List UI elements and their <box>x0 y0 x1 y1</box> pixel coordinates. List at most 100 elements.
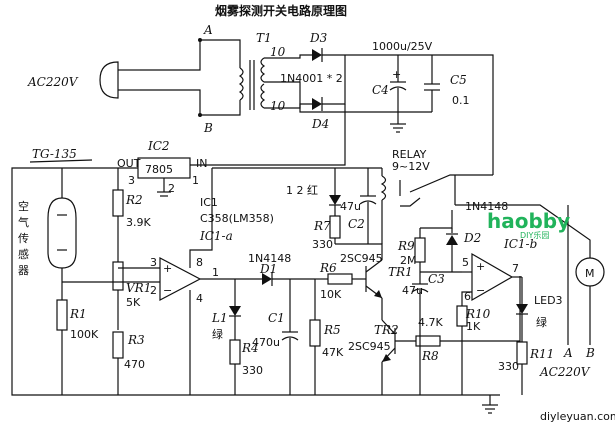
transistor-tr1 <box>365 259 383 299</box>
ac220v-left-label: AC220V <box>27 75 79 89</box>
ic1b-pin5-label: 5 <box>462 256 469 269</box>
led12-label: 1 2 红 <box>286 184 318 197</box>
r2-label: R2 <box>125 193 143 207</box>
r1-label: R1 <box>69 307 87 321</box>
r5-label: R5 <box>323 323 341 337</box>
ground-bottom-icon <box>482 395 498 414</box>
opamp-ic1a: + − <box>159 257 202 301</box>
ic1a-pin3-label: 3 <box>150 256 157 269</box>
relay-voltage-label: 9~12V <box>392 160 430 173</box>
r8-value-label: 4.7K <box>418 316 443 329</box>
r3-label: R3 <box>127 333 145 347</box>
node-a-top-label: A <box>203 23 213 37</box>
r1-value-label: 100K <box>70 328 99 341</box>
potentiometer-vr1 <box>112 261 124 291</box>
r11-value-label: 330 <box>498 360 519 373</box>
r10-value-label: 1K <box>466 320 481 333</box>
c1-label: C1 <box>268 311 285 325</box>
transistor-tr2 <box>381 319 396 363</box>
c5-value-label: 0.1 <box>452 94 470 107</box>
node-b-bottom-label: B <box>585 346 595 360</box>
d2-model-label: 1N4148 <box>465 200 508 213</box>
ic1a-pin4-label: 4 <box>196 292 203 305</box>
motor-label: M <box>585 267 595 280</box>
d4-label: D4 <box>311 117 329 131</box>
ic2-pin3-label: 3 <box>128 174 135 187</box>
sensor-model-label: TG-135 <box>32 147 77 161</box>
ic1b-pin6-label: 6 <box>464 290 471 303</box>
opamp-ic1b: + − <box>471 252 514 302</box>
ic2-out-label: OUT <box>117 157 141 170</box>
ic1a-pin8-label: 8 <box>196 256 203 269</box>
ic1-label: IC1 <box>200 196 218 209</box>
r9-value-label: 2M <box>400 254 417 267</box>
ac220v-right-label: AC220V <box>539 365 591 379</box>
svg-text:−: − <box>476 284 485 297</box>
tr2-label: TR2 <box>374 323 399 337</box>
ic2-in-label: IN <box>196 157 207 170</box>
r5-value-label: 47K <box>322 346 344 359</box>
watermark-sub: DIY乐园 <box>520 230 549 240</box>
ic2-label: IC2 <box>147 139 170 153</box>
r6-label: R6 <box>319 261 337 275</box>
ic1a-pin2-label: 2 <box>150 284 157 297</box>
c3-value-label: 47u <box>402 284 423 297</box>
ic1b-pin7-label: 7 <box>512 262 519 275</box>
r7-value-label: 330 <box>312 238 333 251</box>
r3-value-label: 470 <box>124 358 145 371</box>
c2-label: C2 <box>348 217 365 231</box>
svg-text:+: + <box>476 260 485 273</box>
c4-value-label: 1000u/25V <box>372 40 433 53</box>
led-l1 <box>229 306 241 317</box>
r4-value-label: 330 <box>242 364 263 377</box>
diode-d4 <box>312 97 323 111</box>
svg-text:+: + <box>392 68 401 81</box>
d1-label: D1 <box>259 262 277 276</box>
capacitor-c5 <box>424 55 440 112</box>
r6-value-label: 10K <box>320 288 342 301</box>
led3-label: LED3 <box>534 294 563 307</box>
capacitor-c4: + <box>389 55 407 112</box>
footer-site: diyleyuan.com <box>540 410 615 423</box>
svg-text:−: − <box>163 284 172 297</box>
c3-label: C3 <box>428 272 445 286</box>
r4-label: R4 <box>241 341 259 355</box>
ic1a-label: IC1-a <box>199 229 233 243</box>
c5-label: C5 <box>450 73 467 87</box>
r7-label: R7 <box>313 219 331 233</box>
led3 <box>516 304 528 315</box>
l1-color-label: 绿 <box>212 327 223 341</box>
r10-label: R10 <box>465 307 491 321</box>
l1-label: L1 <box>211 311 228 325</box>
tr1-label: TR1 <box>388 265 413 279</box>
gas-sensor-icon <box>47 168 77 282</box>
d3-label: D3 <box>309 31 328 45</box>
r8-label: R8 <box>421 349 439 363</box>
tr2-model-label: 2SC945 <box>348 340 391 353</box>
t1-winding1-label: 10 <box>270 45 286 59</box>
r11-label: R11 <box>529 347 554 361</box>
ic2-pin1-label: 1 <box>192 174 199 187</box>
sensor-name-label: 空气传感器 <box>18 199 29 277</box>
vr1-label: VR1 <box>126 281 151 295</box>
relay-label: RELAY <box>392 148 427 161</box>
ic1b-label: IC1-b <box>503 237 537 251</box>
ic1a-pin1-label: 1 <box>212 266 219 279</box>
vr1-value-label: 5K <box>126 296 141 309</box>
ground-ic2-icon <box>157 191 171 197</box>
ic1-chip-label: C358(LM358) <box>200 212 274 225</box>
c4-label: C4 <box>372 83 389 97</box>
diode-d3 <box>312 48 323 62</box>
t1-label: T1 <box>256 31 272 45</box>
node-a-bottom-label: A <box>563 346 573 360</box>
svg-text:+: + <box>163 262 172 275</box>
tr1-model-label: 2SC945 <box>340 252 383 265</box>
node-b-top-label: B <box>203 121 213 135</box>
ic2-chip-label: 7805 <box>145 163 173 176</box>
watermark-brand: haobby <box>487 209 570 233</box>
led3-color-label: 绿 <box>536 315 547 329</box>
r2-value-label: 3.9K <box>126 216 151 229</box>
d2-label: D2 <box>463 231 481 245</box>
